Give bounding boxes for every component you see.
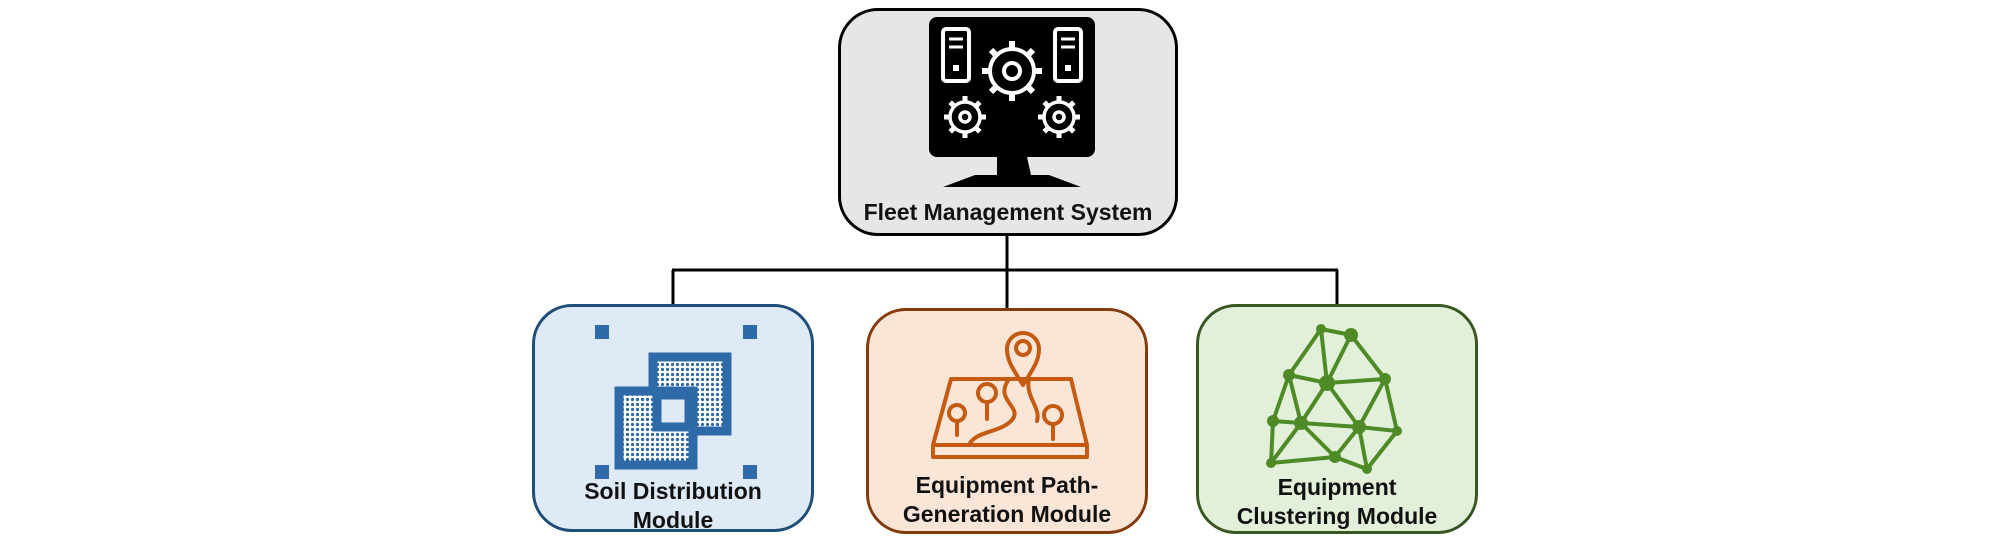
clustering-module-node: Equipment Clustering Module (1196, 304, 1478, 534)
root-label-text: Fleet Management System (863, 199, 1153, 225)
cluster-label-line1: Equipment (1277, 474, 1397, 500)
soil-label-line2: Module (632, 507, 714, 533)
path-generation-label: Equipment Path- Generation Module (869, 471, 1145, 529)
path-label-line1: Equipment Path- (915, 472, 1099, 498)
server-gears-monitor-icon (929, 17, 1095, 187)
fleet-management-system-label: Fleet Management System (841, 198, 1175, 227)
network-mesh-icon (1266, 324, 1402, 474)
clustering-label: Equipment Clustering Module (1199, 473, 1475, 531)
path-generation-module-node: Equipment Path- Generation Module (866, 308, 1148, 534)
path-label-line2: Generation Module (902, 501, 1112, 527)
fleet-management-system-node: Fleet Management System (838, 8, 1178, 236)
overlapping-squares-icon (595, 325, 757, 479)
soil-label-line1: Soil Distribution (584, 478, 762, 504)
map-location-pin-icon (931, 331, 1089, 459)
soil-distribution-label: Soil Distribution Module (535, 477, 811, 535)
cluster-label-line2: Clustering Module (1236, 503, 1438, 529)
soil-distribution-module-node: Soil Distribution Module (532, 304, 814, 535)
